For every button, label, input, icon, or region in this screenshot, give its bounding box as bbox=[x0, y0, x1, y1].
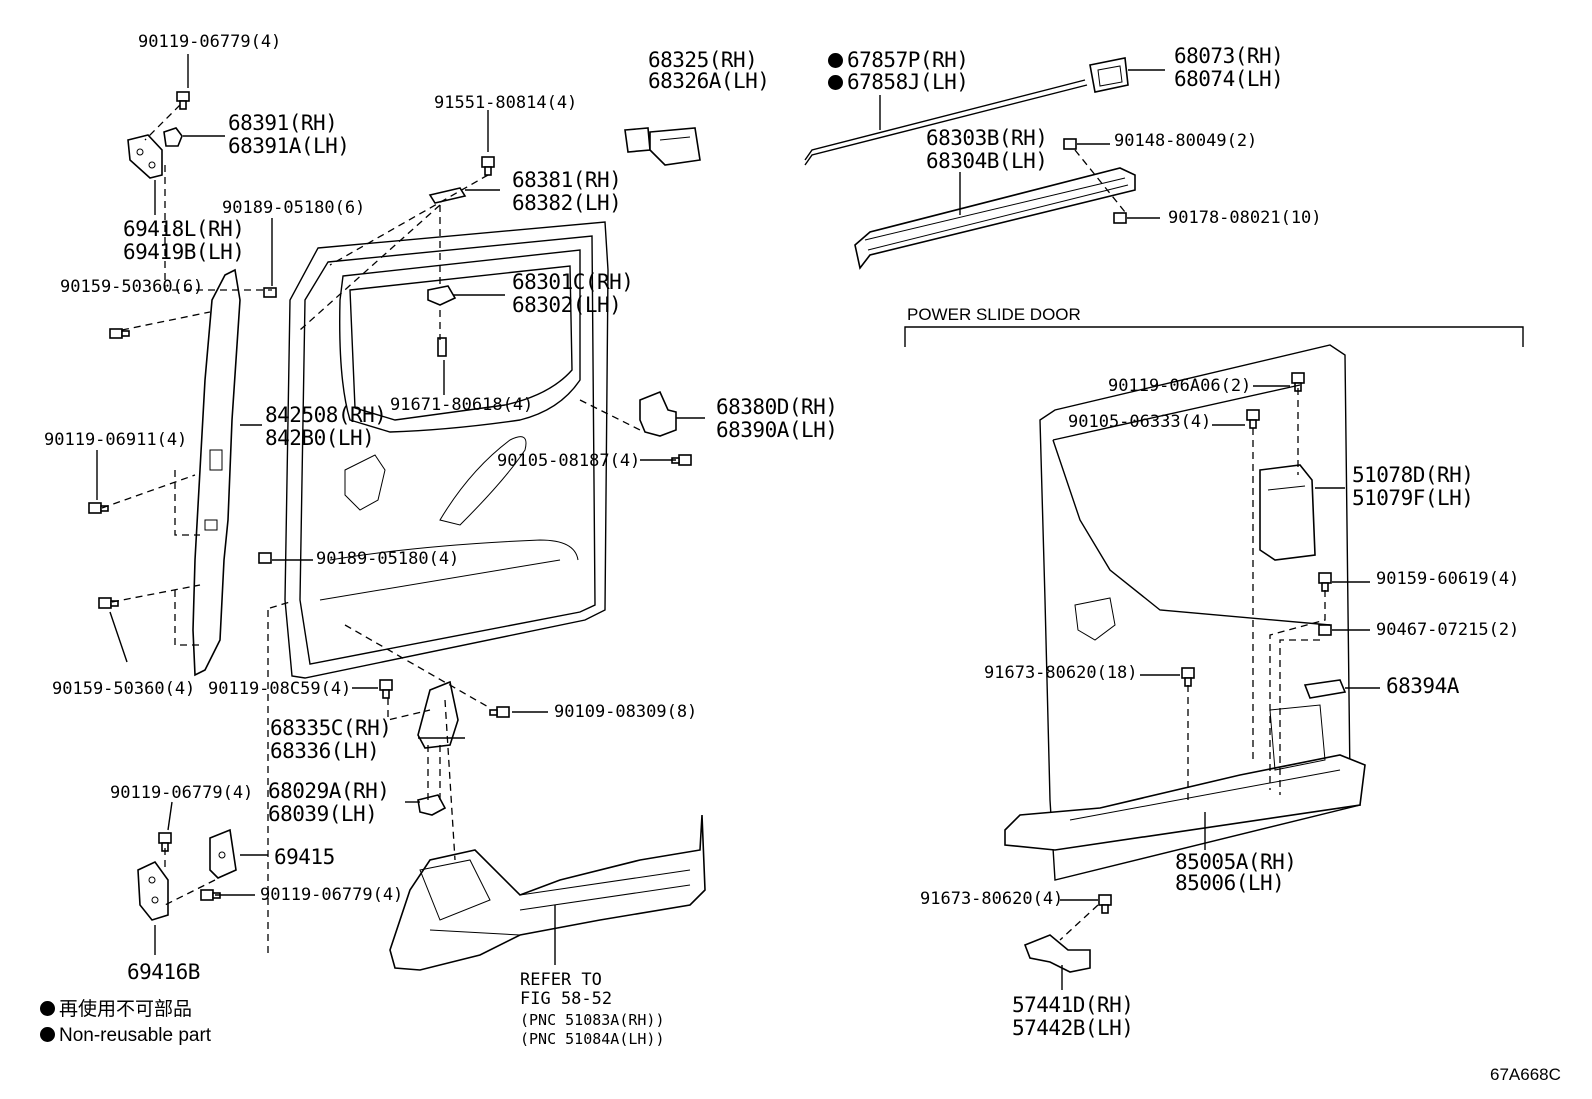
label-90119-06779-top: 90119-06779(4) bbox=[138, 32, 282, 52]
refer-line-1: REFER TO bbox=[520, 970, 602, 990]
label-68381-rh: 68381(RH) bbox=[512, 168, 622, 192]
roller-68029A bbox=[417, 794, 447, 816]
bushing-68391 bbox=[163, 127, 183, 147]
non-reusable-bullet-icon bbox=[828, 53, 843, 68]
dashed-alignment-lines bbox=[101, 104, 1326, 955]
label-90109-08309: 90109-08309(8) bbox=[554, 702, 698, 722]
label-90119-06779-low: 90119-06779(4) bbox=[260, 885, 404, 905]
label-90159-60619: 90159-60619(4) bbox=[1376, 569, 1520, 589]
label-90159-50360-4: 90159-50360(4) bbox=[52, 679, 196, 699]
power-slide-bracket bbox=[904, 326, 1524, 347]
label-68325-rh: 68325(RH) bbox=[648, 48, 758, 72]
lower-rail-assembly bbox=[389, 814, 706, 971]
label-90159-50360-6: 90159-50360(6) bbox=[60, 277, 204, 297]
label-90189-05180-6: 90189-05180(6) bbox=[222, 198, 366, 218]
label-90119-06a06: 90119-06A06(2) bbox=[1108, 376, 1252, 396]
label-68335c-rh: 68335C(RH) bbox=[270, 716, 392, 740]
label-91673-80620-18: 91673-80620(18) bbox=[984, 663, 1138, 683]
label-68390a-lh: 68390A(LH) bbox=[716, 418, 838, 442]
label-68073-rh: 68073(RH) bbox=[1174, 44, 1284, 68]
label-91551-80814: 91551-80814(4) bbox=[434, 93, 578, 113]
label-51078d-rh: 51078D(RH) bbox=[1352, 463, 1474, 487]
upper-guide-68381 bbox=[428, 187, 467, 204]
label-68380d-rh: 68380D(RH) bbox=[716, 395, 838, 419]
legend-en: Non-reusable part bbox=[40, 1026, 211, 1045]
leader-lines bbox=[96, 54, 1380, 990]
power-slide-door-panel bbox=[1004, 344, 1366, 881]
label-68304b-lh: 68304B(LH) bbox=[926, 149, 1048, 173]
label-85005a-rh: 85005A(RH) bbox=[1175, 850, 1297, 874]
label-90467-07215: 90467-07215(2) bbox=[1376, 620, 1520, 640]
label-57441d-rh: 57441D(RH) bbox=[1012, 993, 1134, 1017]
label-69416b: 69416B bbox=[127, 960, 200, 984]
label-68382-lh: 68382(LH) bbox=[512, 191, 622, 215]
roller-68301C bbox=[427, 285, 457, 306]
label-68336-lh: 68336(LH) bbox=[270, 739, 380, 763]
label-68326a-lh: 68326A(LH) bbox=[648, 69, 770, 93]
label-67858j-lh: 67858J(LH) bbox=[828, 70, 969, 94]
cover-68073 bbox=[1089, 57, 1129, 93]
label-69415: 69415 bbox=[274, 845, 335, 869]
label-68394a: 68394A bbox=[1386, 674, 1459, 698]
section-title-power-slide-door: POWER SLIDE DOOR bbox=[907, 305, 1081, 324]
label-68391a-lh: 68391A(LH) bbox=[228, 134, 350, 158]
label-67858j-text: 67858J(LH) bbox=[847, 70, 969, 94]
legend-jp: 再使用不可部品 bbox=[40, 1000, 192, 1019]
label-68301c-rh: 68301C(RH) bbox=[512, 270, 634, 294]
label-84250b-rh: 842508(RH) bbox=[265, 403, 387, 427]
non-reusable-bullet-icon bbox=[40, 1001, 55, 1016]
non-reusable-bullet-icon bbox=[40, 1027, 55, 1042]
hinge-69418 bbox=[127, 134, 163, 179]
label-85006-lh: 85006(LH) bbox=[1175, 871, 1285, 895]
label-67857p-text: 67857P(RH) bbox=[847, 48, 969, 72]
label-68302-lh: 68302(LH) bbox=[512, 293, 622, 317]
label-90148-80049: 90148-80049(2) bbox=[1114, 131, 1258, 151]
label-69418l-rh: 69418L(RH) bbox=[123, 217, 245, 241]
non-reusable-bullet-icon bbox=[828, 75, 843, 90]
label-90178-08021: 90178-08021(10) bbox=[1168, 208, 1322, 228]
rail-cover-68303B bbox=[854, 167, 1136, 270]
label-91673-80620-4: 91673-80620(4) bbox=[920, 889, 1064, 909]
label-68391-rh: 68391(RH) bbox=[228, 111, 338, 135]
label-68029a-rh: 68029A(RH) bbox=[268, 779, 390, 803]
refer-line-4: (PNC 51084A(LH)) bbox=[520, 1030, 665, 1048]
label-90105-06333: 90105-06333(4) bbox=[1068, 412, 1212, 432]
label-69419b-lh: 69419B(LH) bbox=[123, 240, 245, 264]
hinge-69416B bbox=[137, 860, 169, 921]
weatherstrip-67857P bbox=[804, 79, 1088, 166]
lower-bracket-68335C bbox=[417, 680, 459, 749]
legend-jp-text: 再使用不可部品 bbox=[59, 999, 193, 1020]
bracket-57441D bbox=[1023, 934, 1091, 973]
refer-line-3: (PNC 51083A(RH)) bbox=[520, 1011, 665, 1029]
label-90119-06779-mid: 90119-06779(4) bbox=[110, 783, 254, 803]
label-90119-06911: 90119-06911(4) bbox=[44, 430, 188, 450]
label-68039-lh: 68039(LH) bbox=[268, 802, 378, 826]
legend-en-text: Non-reusable part bbox=[59, 1025, 212, 1046]
sliding-door-panel bbox=[284, 221, 609, 679]
figure-code: 67A668C bbox=[1490, 1065, 1561, 1084]
label-68303b-rh: 68303B(RH) bbox=[926, 126, 1048, 150]
plate-69415 bbox=[209, 828, 237, 879]
label-91671-80618: 91671-80618(4) bbox=[390, 395, 534, 415]
door-trim-strip bbox=[192, 268, 241, 677]
center-hinge-68380D bbox=[639, 390, 677, 437]
label-67857p-rh: 67857P(RH) bbox=[828, 48, 969, 72]
label-90189-05180-4: 90189-05180(4) bbox=[316, 549, 460, 569]
label-842b0-lh: 842B0(LH) bbox=[265, 426, 375, 450]
label-57442b-lh: 57442B(LH) bbox=[1012, 1016, 1134, 1040]
label-68074-lh: 68074(LH) bbox=[1174, 67, 1284, 91]
refer-line-2: FIG 58-52 bbox=[520, 989, 613, 1009]
door-lock-68325 bbox=[624, 127, 701, 166]
label-90105-08187: 90105-08187(4) bbox=[497, 451, 641, 471]
label-90119-08c59: 90119-08C59(4) bbox=[208, 679, 352, 699]
label-51079f-lh: 51079F(LH) bbox=[1352, 486, 1474, 510]
